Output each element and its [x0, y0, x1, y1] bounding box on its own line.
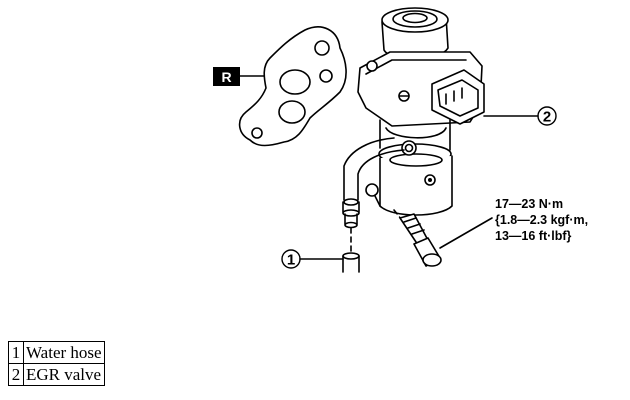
- water-pipe: [342, 137, 405, 229]
- legend-row: 1 Water hose: [8, 341, 105, 364]
- callout-1-number: 1: [287, 252, 295, 269]
- callout-2-number: 2: [543, 109, 551, 126]
- torque-spec-line3: 13—16 ft·lbf}: [495, 229, 572, 243]
- legend-label: Water hose: [23, 341, 105, 364]
- legend-number: 2: [8, 363, 24, 386]
- egr-valve: [357, 7, 485, 216]
- parts-legend-table: 1 Water hose 2 EGR valve: [8, 341, 105, 386]
- callout-1: 1: [281, 249, 344, 269]
- torque-spec-line2: {1.8—2.3 kgf·m,: [495, 213, 588, 227]
- torque-spec-line1: 17—23 N·m: [495, 197, 563, 211]
- legend-label: EGR valve: [23, 363, 105, 386]
- torque-spec: 17—23 N·m {1.8—2.3 kgf·m, 13—16 ft·lbf}: [439, 197, 588, 249]
- legend-row: 2 EGR valve: [8, 363, 105, 386]
- gasket: [238, 26, 347, 147]
- egr-valve-diagram: R: [213, 7, 588, 273]
- water-hose: [342, 252, 360, 273]
- legend-number: 1: [8, 341, 24, 364]
- replace-mark-label: R: [221, 69, 231, 85]
- bolt: [393, 209, 442, 267]
- callout-2: 2: [483, 106, 557, 126]
